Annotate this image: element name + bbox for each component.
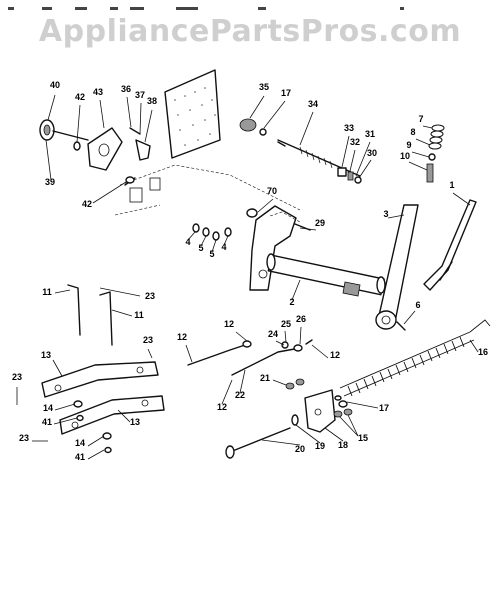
callout-23: 23 <box>145 291 155 301</box>
knob-assembly <box>39 94 153 204</box>
callout-5: 5 <box>198 243 203 253</box>
callout-17: 17 <box>281 88 291 98</box>
callout-41: 41 <box>75 452 85 462</box>
callout-70: 70 <box>267 186 277 196</box>
callout-5: 5 <box>209 249 214 259</box>
callout-14: 14 <box>43 403 53 413</box>
watermark: AppliancePartsPros.com <box>38 14 462 49</box>
callout-12: 12 <box>330 350 340 360</box>
lift-links-left <box>16 284 165 460</box>
callout-11: 11 <box>42 287 52 297</box>
spacer-washers <box>187 223 232 253</box>
callout-11: 11 <box>134 310 144 320</box>
callout-18: 18 <box>338 440 348 450</box>
callout-25: 25 <box>281 319 291 329</box>
callout-29: 29 <box>315 218 325 228</box>
callout-4: 4 <box>221 242 226 252</box>
callout-30: 30 <box>367 148 377 158</box>
callout-6: 6 <box>415 300 420 310</box>
callout-15: 15 <box>358 433 368 443</box>
lift-lever <box>375 204 419 330</box>
callout-8: 8 <box>410 127 415 137</box>
callout-23: 23 <box>19 433 29 443</box>
callout-34: 34 <box>308 99 318 109</box>
callout-42: 42 <box>75 92 85 102</box>
adjustment-rod-assembly <box>239 95 372 184</box>
callout-12: 12 <box>177 332 187 342</box>
callout-42: 42 <box>82 199 92 209</box>
top-cropped-text-strip <box>0 0 500 10</box>
callout-35: 35 <box>259 82 269 92</box>
callout-13: 13 <box>130 417 140 427</box>
callout-31: 31 <box>365 129 375 139</box>
callout-4: 4 <box>185 237 190 247</box>
callout-38: 38 <box>147 96 157 106</box>
callout-21: 21 <box>260 373 270 383</box>
callout-10: 10 <box>400 151 410 161</box>
callout-32: 32 <box>350 137 360 147</box>
upper-spring-stack <box>408 124 445 183</box>
callout-26: 26 <box>296 314 306 324</box>
callout-9: 9 <box>406 140 411 150</box>
callout-43: 43 <box>93 87 103 97</box>
callout-41: 41 <box>42 417 52 427</box>
callout-20: 20 <box>295 444 305 454</box>
callout-17: 17 <box>379 403 389 413</box>
callout-2: 2 <box>289 297 294 307</box>
lift-shaft-assembly <box>246 198 386 301</box>
callout-1: 1 <box>449 180 454 190</box>
callout-19: 19 <box>315 441 325 451</box>
pin <box>396 310 416 331</box>
callout-33: 33 <box>344 123 354 133</box>
lift-assist-spring <box>339 319 491 397</box>
callout-12: 12 <box>217 402 227 412</box>
callout-16: 16 <box>478 347 488 357</box>
callout-3: 3 <box>383 209 388 219</box>
link-rods-center <box>185 326 329 405</box>
callout-37: 37 <box>135 90 145 100</box>
frame-plate <box>114 69 301 216</box>
callout-23: 23 <box>12 372 22 382</box>
callout-36: 36 <box>121 84 131 94</box>
callout-13: 13 <box>41 350 51 360</box>
callout-12: 12 <box>224 319 234 329</box>
callout-39: 39 <box>45 177 55 187</box>
callout-24: 24 <box>268 329 278 339</box>
callout-7: 7 <box>418 114 423 124</box>
callout-40: 40 <box>50 80 60 90</box>
lift-handle <box>423 192 477 291</box>
callout-14: 14 <box>75 438 85 448</box>
callout-23: 23 <box>143 335 153 345</box>
spring-bracket-assembly <box>225 378 379 459</box>
callout-22: 22 <box>235 390 245 400</box>
